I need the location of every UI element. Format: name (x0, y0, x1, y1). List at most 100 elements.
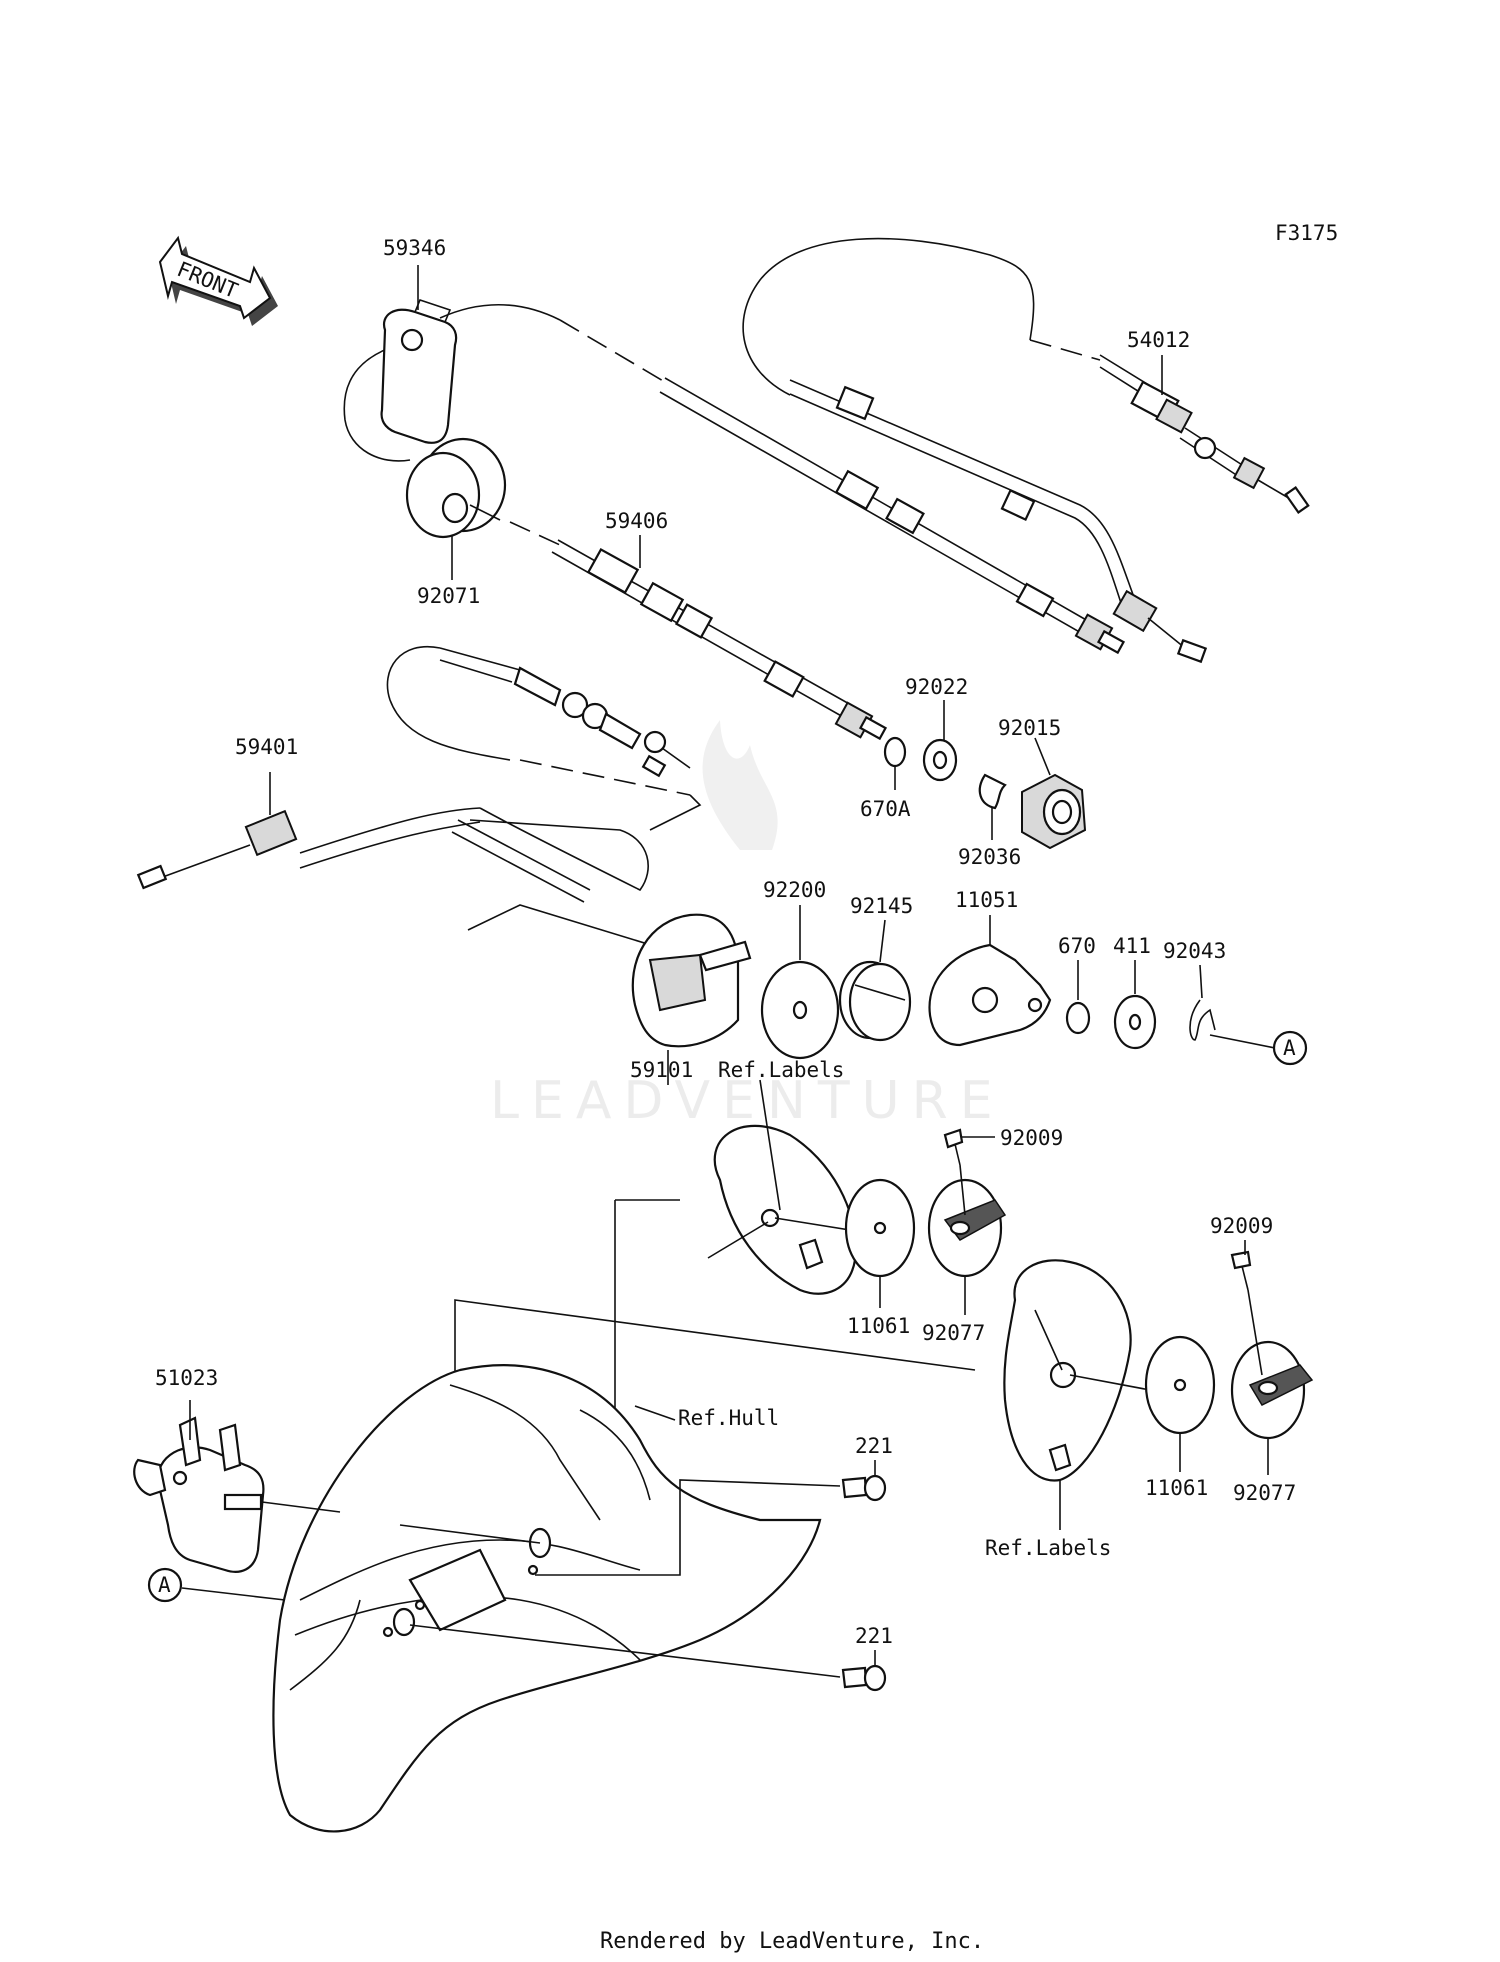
part-11061-bottom-hole (1173, 1378, 1187, 1392)
leader-92145 (879, 919, 886, 963)
cable-sleeve-59406 (586, 547, 640, 595)
callout-A-bottom-letter: A (158, 1573, 171, 1597)
cable-tip-59346 (1096, 629, 1126, 655)
leader-92009-bottom (1247, 1289, 1263, 1376)
label-92200: 92200 (763, 878, 826, 902)
part-411-hole (1128, 1013, 1142, 1031)
hull-ridge1 (449, 1384, 601, 1521)
label-411: 411 (1113, 934, 1151, 958)
label-54012: 54012 (1127, 328, 1190, 352)
label-670A: 670A (860, 797, 911, 821)
label-51023: 51023 (155, 1366, 218, 1390)
cable-tip-54012 (1284, 486, 1310, 514)
cable-loop-54012 (742, 237, 1035, 396)
hull-ridge3 (299, 1539, 641, 1601)
cable-loop-59401 (386, 645, 511, 761)
cable-leader-59401 (649, 794, 702, 831)
label-59401: 59401 (235, 735, 298, 759)
cable-washer-59401 (643, 730, 667, 754)
cable-sleeve2-59346 (885, 497, 925, 535)
label-92022: 92022 (905, 675, 968, 699)
cable-dash-54012 (1029, 339, 1101, 361)
footer-credit: Rendered by LeadVenture, Inc. (600, 1929, 984, 1954)
label-92009-top: 92009 (1000, 1126, 1063, 1150)
diagram-code: F3175 (1275, 221, 1338, 245)
hull-ridge4 (294, 1595, 641, 1661)
cable-wire-59401 (661, 747, 691, 769)
part-221-bottom-head (863, 1664, 887, 1692)
cable-loop-59346 (343, 339, 421, 462)
label-59101: 59101 (630, 1058, 693, 1082)
cable-top-59401 (439, 647, 521, 683)
part-92009-top-shank (954, 1143, 961, 1166)
cable-nut-59401 (244, 809, 298, 857)
part-11051-hole (971, 986, 999, 1014)
part-92077-top-hole (949, 1220, 971, 1236)
cable-top-59346 (439, 303, 561, 321)
hull (272, 1364, 822, 1833)
cable-body-59401 (299, 807, 481, 869)
part-92071-leader (469, 504, 501, 521)
front-arrow-icon: FRONT (158, 235, 278, 326)
cable-sleeve4-59406 (763, 660, 805, 698)
part-221-top-shank (841, 1476, 868, 1499)
cable-nut-54012 (1155, 398, 1193, 434)
cable-fitting-54012 (1112, 589, 1158, 633)
cable-clip-59401 (641, 754, 667, 778)
label-221-bottom: 221 (855, 1624, 893, 1648)
part-11051-hole2 (1027, 997, 1043, 1013)
part-221-bottom-shank (841, 1666, 868, 1689)
label-92036: 92036 (958, 845, 1021, 869)
ref-labels-disc-bottom-line (1034, 1309, 1063, 1371)
ref-hull: Ref.Hull (678, 1406, 779, 1430)
cable-rod-54012 (1179, 427, 1251, 481)
callout-A-top (1272, 1030, 1308, 1066)
part-59101-shaft (698, 940, 752, 972)
bracket-line-top (614, 1199, 680, 1290)
label-11061-bottom: 11061 (1145, 1476, 1208, 1500)
hull-ridge5 (289, 1599, 361, 1691)
part-92071-hole (441, 492, 469, 524)
ref-labels-disc-bottom-icon (1048, 1443, 1072, 1472)
part-11061-top-hole (873, 1221, 887, 1235)
cable-sleeve3-59346 (1015, 582, 1055, 618)
part-59101-face (648, 953, 707, 1012)
part-51023-screw (172, 1470, 188, 1486)
cable-54012-body (789, 379, 1136, 607)
ref-labels-bottom: Ref.Labels (985, 1536, 1111, 1560)
leader-ref-labels-top (759, 1079, 781, 1211)
cable-loop2-59401 (469, 807, 649, 892)
ref-labels-disc-top-icon (798, 1238, 824, 1270)
leader-221-top (535, 1479, 841, 1576)
leader-92009-top (959, 1164, 966, 1216)
hull-hole3 (392, 1607, 416, 1637)
cable-sleeve2-54012 (1000, 488, 1036, 522)
cable-wire2-54012 (1147, 617, 1186, 649)
leader-A-bottom (181, 1587, 286, 1601)
hull-ridge2 (579, 1409, 651, 1501)
label-221-top: 221 (855, 1434, 893, 1458)
label-59346: 59346 (383, 236, 446, 260)
cable-dash-59406 (509, 521, 561, 546)
cable-tip2-54012 (1176, 638, 1208, 664)
part-92009-bottom-shank (1241, 1265, 1249, 1291)
label-670: 670 (1058, 934, 1096, 958)
label-92077-bottom: 92077 (1233, 1481, 1296, 1505)
part-92043 (1189, 999, 1216, 1041)
hull-hole2 (527, 1564, 539, 1576)
label-92071: 92071 (417, 584, 480, 608)
label-92015: 92015 (998, 716, 1061, 740)
ref-labels-disc-top (713, 1124, 857, 1295)
part-51023-side (133, 1458, 167, 1497)
cable-dash-59346 (559, 319, 671, 386)
cable-tip-59401 (136, 864, 168, 890)
hull-hole5 (382, 1626, 394, 1638)
part-92009-top-head (943, 1128, 964, 1149)
part-59346-clamp (380, 308, 458, 444)
watermark: LEADVENTURE (490, 720, 993, 1131)
part-92077-bottom-hole (1257, 1380, 1279, 1396)
label-92077-top: 92077 (922, 1321, 985, 1345)
part-221-top-head (863, 1474, 887, 1502)
part-670A (883, 736, 907, 768)
cable-sleeve-54012 (835, 385, 875, 421)
